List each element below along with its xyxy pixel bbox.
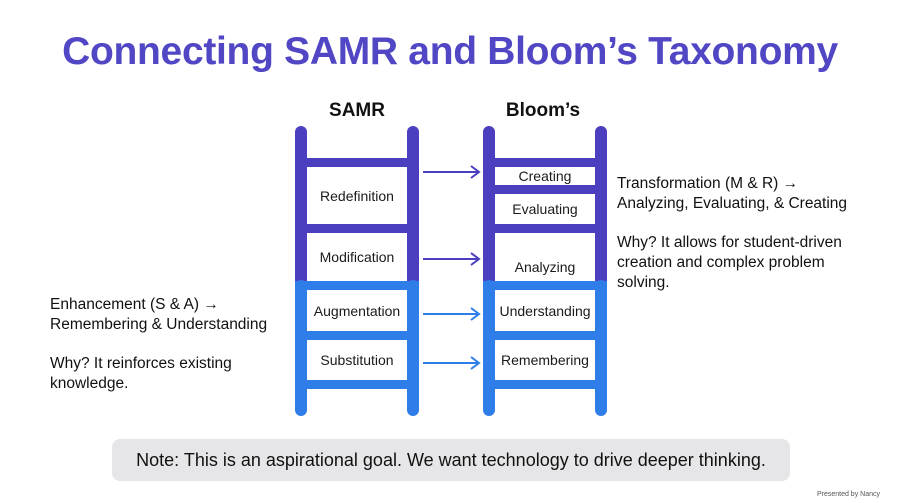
transformation-heading: Transformation (M & R) → Analyzing, Eval… <box>617 174 847 214</box>
transformation-why: Why? It allows for student-driven creati… <box>617 233 842 293</box>
transformation-heading-line2: Analyzing, Evaluating, & Creating <box>617 195 848 212</box>
arrow-right-icon <box>423 356 481 370</box>
enhancement-why: Why? It reinforces existing knowledge. <box>50 354 232 394</box>
enhancement-why-line2: knowledge. <box>50 375 129 392</box>
note-text: Note: This is an aspirational goal. We w… <box>136 449 766 470</box>
samr-rail-right-upper <box>407 126 419 286</box>
blooms-level-remembering: Remembering <box>495 340 595 380</box>
transformation-why-line1: Why? It allows for student-driven <box>617 234 842 251</box>
samr-rung <box>295 380 419 389</box>
arrow-right-icon <box>423 307 481 321</box>
blooms-rung <box>483 185 607 194</box>
samr-level-redefinition: Redefinition <box>307 167 407 224</box>
blooms-rung <box>483 281 607 290</box>
blooms-rung <box>483 331 607 340</box>
arrow-right-icon <box>423 165 481 179</box>
note-banner: Note: This is an aspirational goal. We w… <box>112 439 790 481</box>
transformation-why-line3: solving. <box>617 274 670 291</box>
blooms-rung <box>483 224 607 233</box>
transformation-heading-line1: Transformation (M & R) → <box>617 175 799 192</box>
blooms-level-analyzing: Analyzing <box>495 233 595 281</box>
blooms-level-understanding: Understanding <box>495 290 595 331</box>
enhancement-heading-line1: Enhancement (S & A) → <box>50 296 219 313</box>
samr-rung <box>295 158 419 167</box>
blooms-ladder: Creating Evaluating Analyzing Understand… <box>483 126 607 416</box>
samr-rung <box>295 281 419 290</box>
blooms-rail-right-lower <box>595 280 607 416</box>
blooms-level-creating: Creating <box>495 167 595 185</box>
samr-level-augmentation: Augmentation <box>307 290 407 331</box>
samr-rail-right-lower <box>407 280 419 416</box>
blooms-rung <box>483 158 607 167</box>
enhancement-heading: Enhancement (S & A) → Remembering & Unde… <box>50 295 267 335</box>
blooms-level-analyzing-label: Analyzing <box>514 259 576 275</box>
arrow-right-icon <box>423 252 481 266</box>
samr-rail-left-lower <box>295 280 307 416</box>
samr-heading: SAMR <box>329 100 385 121</box>
transformation-why-line2: creation and complex problem <box>617 254 825 271</box>
samr-rung <box>295 331 419 340</box>
blooms-rail-left-upper <box>483 126 495 286</box>
samr-rail-left-upper <box>295 126 307 286</box>
samr-rung <box>295 224 419 233</box>
blooms-rail-right-upper <box>595 126 607 286</box>
enhancement-why-line1: Why? It reinforces existing <box>50 355 232 372</box>
presenter-credit: Presented by Nancy <box>816 491 880 498</box>
samr-level-substitution: Substitution <box>307 340 407 380</box>
blooms-level-evaluating: Evaluating <box>495 194 595 224</box>
samr-ladder: Redefinition Modification Augmentation S… <box>295 126 419 416</box>
samr-level-modification: Modification <box>307 233 407 281</box>
page-title: Connecting SAMR and Bloom’s Taxonomy <box>62 30 838 73</box>
blooms-rail-left-lower <box>483 280 495 416</box>
blooms-heading: Bloom’s <box>505 100 581 121</box>
blooms-rung <box>483 380 607 389</box>
enhancement-heading-line2: Remembering & Understanding <box>50 316 268 333</box>
